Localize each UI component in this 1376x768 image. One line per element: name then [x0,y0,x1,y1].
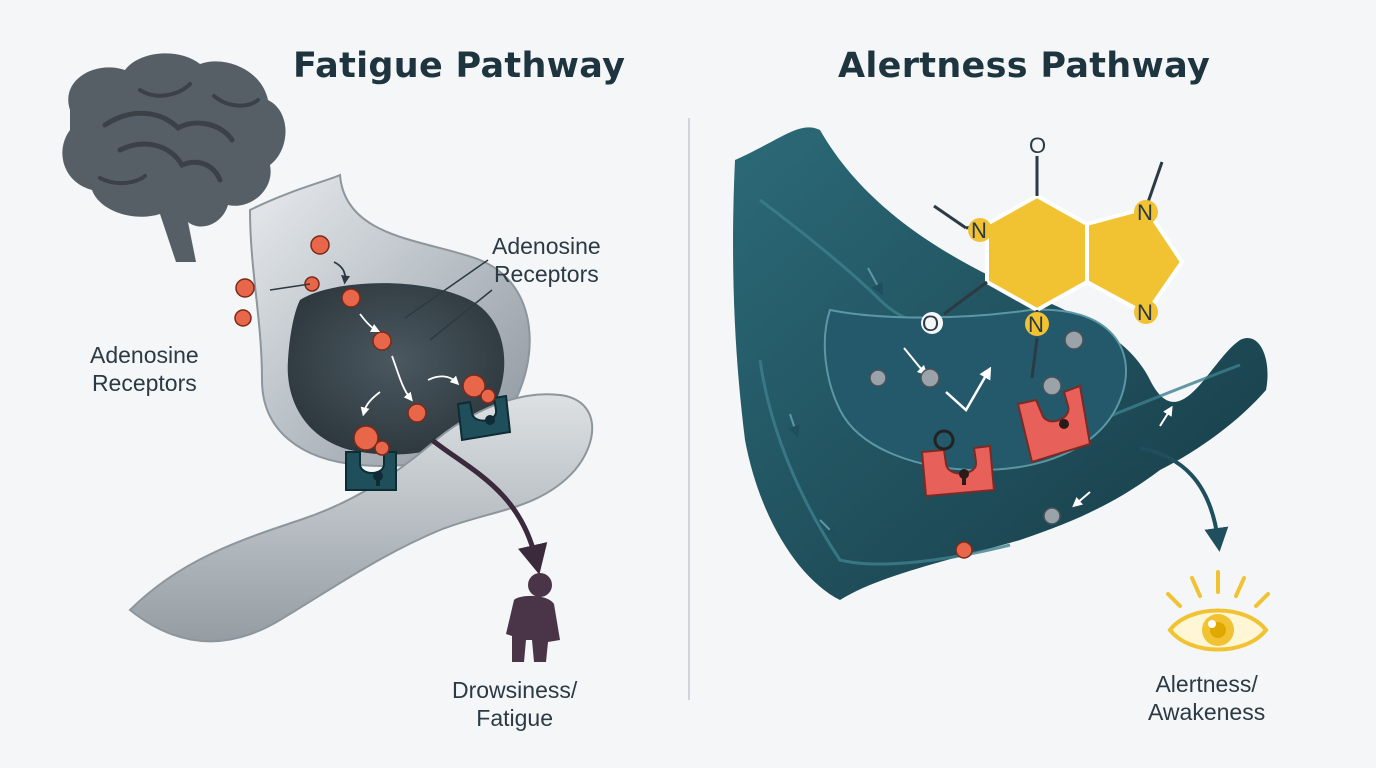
fatigue-pathway-title: Fatigue Pathway [293,46,626,86]
atom-nitrogen-bottom: N [1028,312,1044,337]
pointer-line-top-1 [404,259,489,319]
alertness-pathway-title: Alertness Pathway [838,46,1211,86]
effect-arrow-left [430,438,548,575]
label-line: Awakeness [1148,699,1266,725]
tired-person-icon [506,573,560,662]
atom-oxygen-bottom: O [922,311,940,336]
flow-arrows-right [788,267,1173,539]
adenosine-receptor-2 [456,374,512,442]
label-line: Adenosine [90,342,199,368]
label-line: Adenosine [492,233,601,259]
label-line: Fatigue [476,705,553,731]
atom-nitrogen-left: N [971,218,987,243]
caffeine-particles [869,330,1084,559]
postsynaptic-dendrite [128,393,594,643]
atom-oxygen-top: O [1029,133,1047,158]
drowsiness-label: Drowsiness/ Fatigue [452,676,577,732]
adenosine-receptor-1 [345,425,397,491]
flow-arrows-left [333,261,460,417]
blocked-receptor-2 [1016,384,1092,464]
atom-nitrogen-right-bottom: N [1137,300,1153,325]
alertness-label: Alertness/ Awakeness [1148,670,1265,726]
adenosine-molecules [234,235,427,423]
pointer-line-left [269,283,311,291]
adenosine-receptors-label-top: Adenosine Receptors [492,232,601,288]
molecule-atoms [921,134,1158,336]
effect-arrow-right [1139,446,1229,552]
label-line: Alertness/ [1155,671,1258,697]
atom-nitrogen-right-top: N [1137,200,1153,225]
label-line: Receptors [493,261,599,287]
eye-icon [1166,570,1270,652]
adenosine-receptors-label-left: Adenosine Receptors [90,341,199,397]
pointer-line-top-2 [429,289,493,341]
label-line: Receptors [91,370,197,396]
blocked-receptor-1 [920,429,996,498]
brain-icon [62,53,286,262]
label-line: Drowsiness/ [452,677,578,703]
